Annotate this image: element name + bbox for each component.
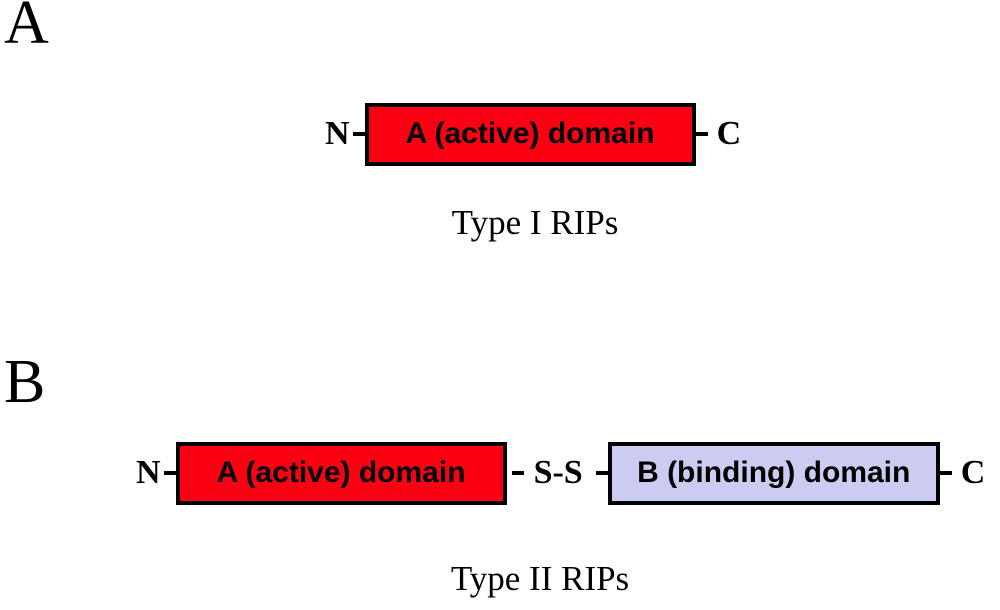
n-linker-tick [352, 132, 365, 136]
c-terminus-label: C [716, 115, 742, 152]
panel-b-label: B [4, 348, 46, 416]
active-domain-box: A (active) domain [364, 102, 696, 166]
c-terminus-label: C [960, 454, 986, 491]
ss-left-linker-tick [511, 471, 524, 475]
disulfide-bond-label: S-S [533, 454, 583, 491]
c-linker-tick [695, 132, 708, 136]
active-domain-label: A (active) domain [405, 117, 655, 150]
panel-a-label: A [4, 0, 49, 57]
ss-right-linker-tick [595, 471, 608, 475]
binding-domain-label: B (binding) domain [637, 456, 911, 489]
type-i-caption: Type I RIPs [451, 203, 619, 242]
type-ii-caption: Type II RIPs [450, 559, 630, 598]
n-terminus-label: N [136, 454, 161, 491]
active-domain-box: A (active) domain [175, 441, 507, 505]
type-i-rip-diagram: N A (active) domain C [325, 101, 741, 167]
active-domain-label: A (active) domain [216, 456, 466, 489]
n-terminus-label: N [325, 115, 350, 152]
c-linker-tick [939, 471, 952, 475]
type-ii-rip-diagram: N A (active) domain S-S B (binding) doma… [136, 440, 985, 506]
n-linker-tick [163, 471, 176, 475]
binding-domain-box: B (binding) domain [607, 441, 940, 505]
